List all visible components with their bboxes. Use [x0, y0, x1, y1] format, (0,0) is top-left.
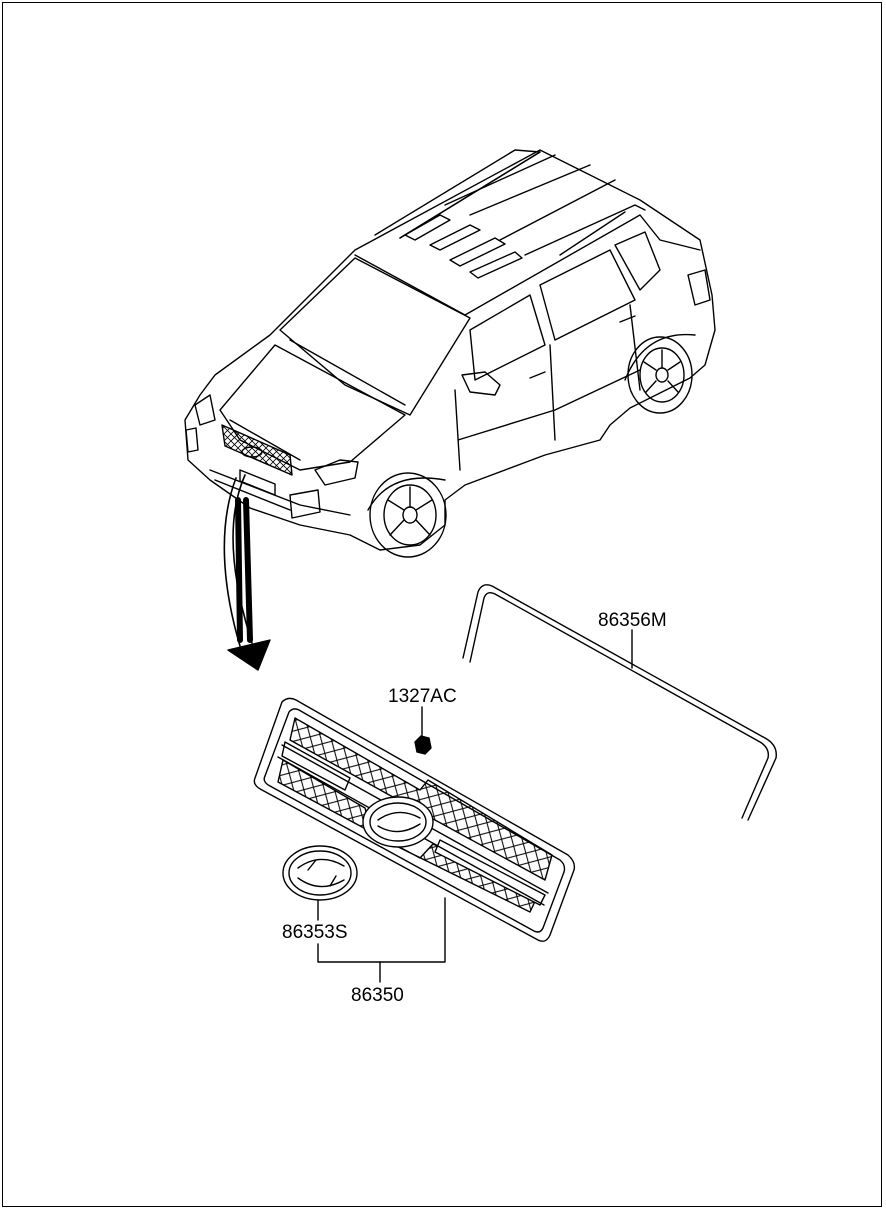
leader-assembly — [317, 897, 446, 983]
emblem-part — [282, 845, 358, 921]
side-window-front — [469, 294, 546, 381]
side-window-rear — [539, 249, 636, 341]
grille-assembly — [253, 697, 576, 942]
side-mirror — [461, 371, 501, 396]
front-wheel — [367, 472, 447, 558]
grille-molding — [462, 584, 777, 821]
callout-arrow — [223, 474, 271, 671]
fog-light-right — [289, 489, 321, 519]
label-clip: 1327AC — [388, 686, 457, 707]
label-molding: 86356M — [598, 610, 667, 631]
headlight-right — [314, 459, 359, 486]
windshield — [279, 257, 471, 416]
label-emblem: 86353S — [282, 922, 348, 943]
label-grille-assembly: 86350 — [351, 985, 404, 1006]
sunroof — [404, 214, 523, 279]
headlight-left — [194, 394, 216, 426]
fog-light-left — [185, 427, 199, 453]
roof-rails — [374, 149, 646, 256]
vehicle-illustration — [184, 149, 716, 558]
side-window-quarter — [614, 231, 661, 291]
clip-part — [414, 706, 432, 755]
vehicle-grille — [221, 424, 293, 476]
rear-wheel — [624, 333, 696, 414]
